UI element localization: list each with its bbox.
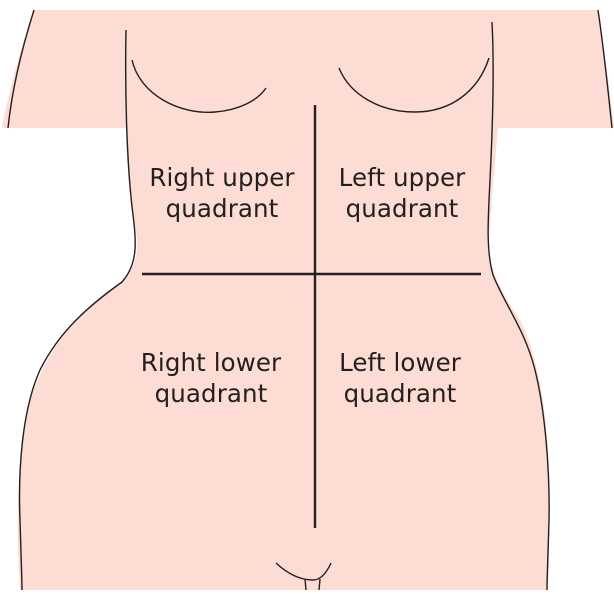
- left-upper-quadrant-label: Left upper quadrant: [307, 162, 497, 224]
- torso-outline-left-side: [18, 29, 136, 591]
- torso-outline-right-arm: [597, 9, 613, 129]
- groin-curve: [275, 562, 332, 581]
- groin-line-right: [318, 578, 321, 591]
- right-upper-quadrant-line1: Right upper: [149, 163, 295, 192]
- right-lower-quadrant-line2: quadrant: [154, 379, 268, 408]
- right-upper-quadrant-line2: quadrant: [165, 194, 279, 223]
- right-upper-quadrant-label: Right upper quadrant: [127, 162, 317, 224]
- groin-line-left: [304, 578, 307, 591]
- left-lower-quadrant-line2: quadrant: [343, 379, 457, 408]
- left-breast-curve: [131, 59, 267, 113]
- left-lower-quadrant-label: Left lower quadrant: [305, 347, 495, 409]
- left-lower-quadrant-line1: Left lower: [339, 348, 461, 377]
- right-breast-curve: [338, 57, 490, 113]
- right-lower-quadrant-label: Right lower quadrant: [116, 347, 306, 409]
- right-lower-quadrant-line1: Right lower: [140, 348, 282, 377]
- left-upper-quadrant-line2: quadrant: [345, 194, 459, 223]
- torso-outline-right-side: [487, 21, 550, 591]
- torso-outline-left-arm: [7, 9, 35, 129]
- left-upper-quadrant-line1: Left upper: [338, 163, 466, 192]
- torso-body: [2, 10, 614, 590]
